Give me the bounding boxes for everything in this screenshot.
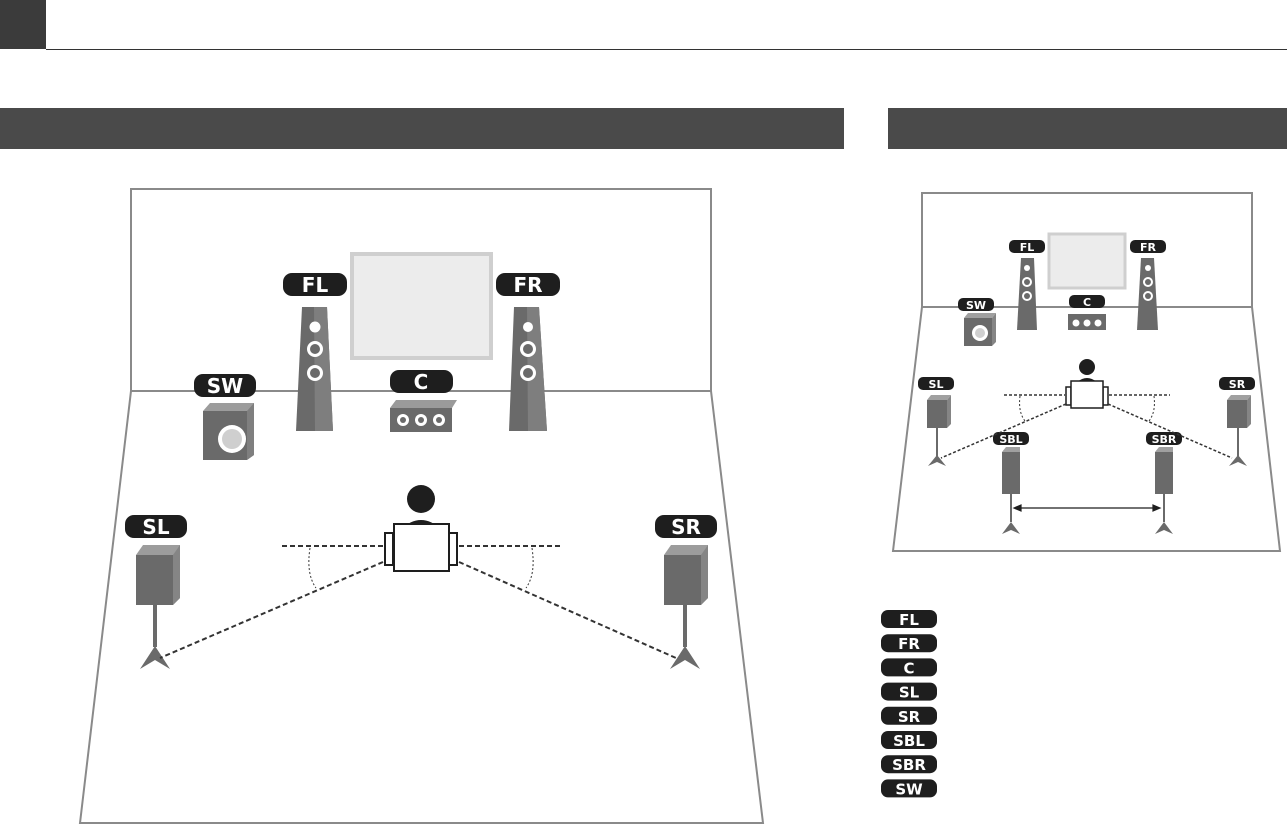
badge-sbr-small-label: SBR: [1152, 433, 1177, 446]
badge-sw: SW: [194, 374, 256, 398]
badge-sw-small: SW: [958, 298, 994, 312]
front-right-speaker: [509, 307, 547, 431]
legend-badge-label: SW: [895, 780, 923, 798]
surround-back-right-speaker-small: [1155, 447, 1173, 534]
angle-guides-small: [940, 394, 1233, 459]
listener-small: [1065, 359, 1109, 409]
legend-badge: [881, 755, 937, 774]
badge-fr-label: FR: [513, 273, 542, 297]
badge-fl-small-label: FL: [1020, 241, 1035, 254]
legend-item-fl: FL: [881, 610, 937, 629]
legend-badge-label: SL: [899, 684, 920, 702]
surround-left-speaker: [136, 545, 180, 669]
listener: [384, 485, 458, 572]
legend-badge-label: SBR: [892, 756, 926, 774]
subwoofer: [203, 403, 254, 460]
back-spacing-arrow: [1012, 504, 1162, 512]
badge-sl-small: SL: [918, 377, 954, 391]
badge-fr-small: FR: [1130, 240, 1166, 254]
badge-sr-small: SR: [1219, 377, 1255, 391]
room-diagram-small: FL FR C: [891, 192, 1282, 552]
legend-badge-label: FL: [899, 611, 919, 629]
badge-fr-small-label: FR: [1140, 241, 1157, 254]
surround-back-left-speaker-small: [1002, 447, 1020, 534]
badge-sw-label: SW: [207, 374, 243, 398]
front-right-speaker-small: [1137, 258, 1158, 330]
front-left-speaker-small: [1017, 258, 1037, 330]
badge-fl-small: FL: [1009, 240, 1045, 254]
surround-right-speaker: [664, 545, 708, 669]
page-corner-block: [0, 0, 46, 49]
legend-item-sl: SL: [881, 682, 937, 702]
angle-arcs: [308, 547, 534, 589]
room-diagram-large: FL FR C: [78, 188, 765, 824]
tv-screen-small: [1047, 232, 1127, 290]
section-band-left: [0, 108, 844, 149]
center-speaker: [390, 400, 457, 432]
legend-item-sbr: SBR: [881, 755, 937, 774]
badge-sl: SL: [125, 515, 187, 539]
legend-badge-label: C: [903, 659, 914, 677]
legend-badge: [881, 658, 937, 677]
section-band-right: [888, 108, 1287, 149]
speaker-legend: FL FR C SL SR SBL SBR SW: [881, 610, 937, 798]
badge-c-small: C: [1069, 295, 1105, 309]
badge-sbl-small: SBL: [993, 432, 1029, 446]
subwoofer-small: [964, 313, 996, 346]
badge-c-label: C: [414, 370, 429, 394]
legend-item-sr: SR: [881, 706, 937, 726]
badge-fr: FR: [496, 273, 560, 297]
legend-badge: [881, 682, 937, 701]
front-left-speaker: [296, 307, 333, 431]
angle-guides: [159, 545, 677, 659]
legend-item-sbl: SBL: [881, 731, 937, 750]
header-rule: [46, 49, 1287, 50]
badge-sbl-small-label: SBL: [999, 433, 1022, 446]
legend-badge: [881, 706, 937, 725]
badge-fl: FL: [283, 273, 347, 297]
angle-arcs-small: [1019, 395, 1155, 422]
legend-badge: [881, 731, 937, 749]
legend-badge: [881, 610, 937, 628]
badge-sbr-small: SBR: [1146, 432, 1182, 446]
legend-badge: [881, 779, 937, 798]
legend-badge: [881, 634, 937, 653]
badge-sr-small-label: SR: [1229, 378, 1246, 391]
legend-badge-label: SR: [898, 708, 921, 726]
badge-fl-label: FL: [302, 273, 329, 297]
badge-sr: SR: [655, 515, 717, 539]
badge-sr-label: SR: [671, 515, 701, 539]
badge-sw-small-label: SW: [966, 299, 986, 312]
surround-left-speaker-small: [927, 395, 951, 466]
legend-item-c: C: [881, 658, 937, 677]
badge-sl-small-label: SL: [929, 378, 944, 391]
legend-badge-label: FR: [898, 635, 920, 653]
badge-c-small-label: C: [1083, 296, 1091, 309]
legend-item-fr: FR: [881, 634, 937, 653]
legend-badge-label: SBL: [893, 732, 925, 750]
badge-sl-label: SL: [142, 515, 169, 539]
tv-screen: [350, 252, 493, 360]
legend-item-sw: SW: [881, 779, 937, 798]
badge-c: C: [390, 370, 453, 394]
surround-right-speaker-small: [1227, 395, 1251, 466]
center-speaker-small: [1068, 314, 1106, 330]
